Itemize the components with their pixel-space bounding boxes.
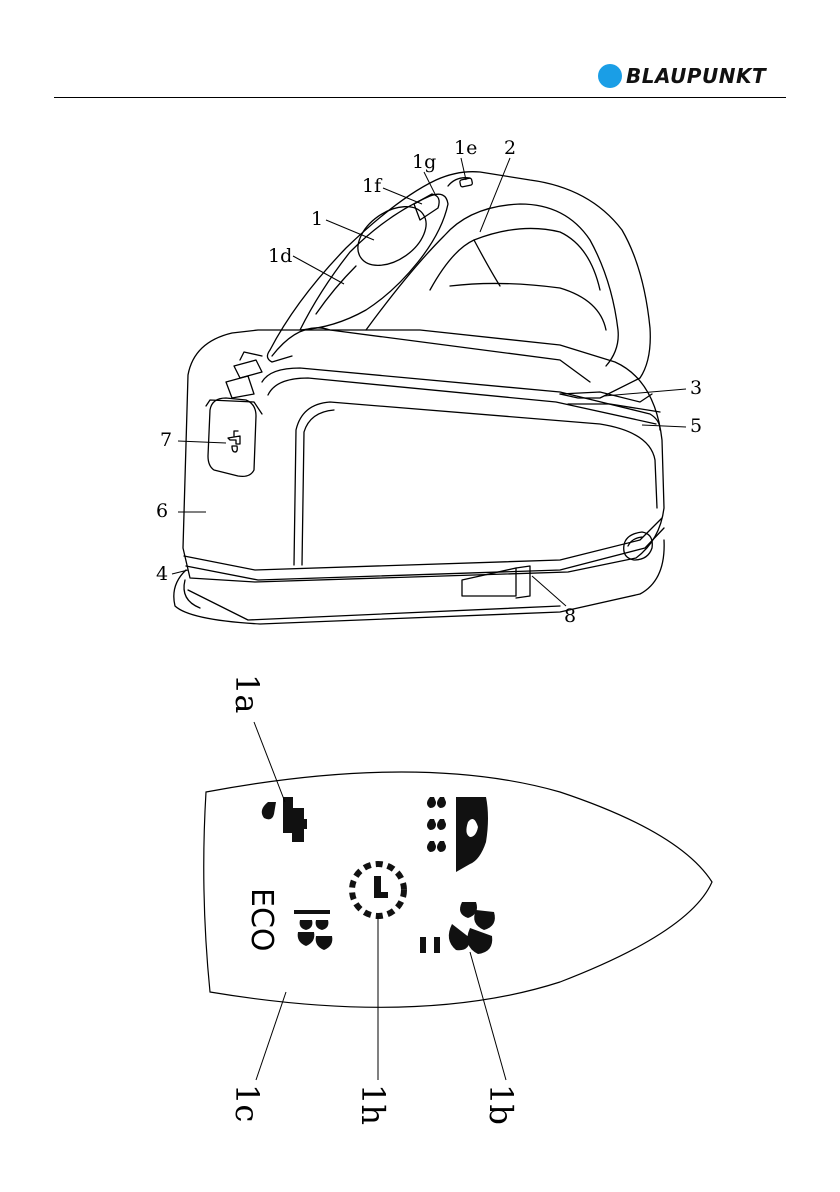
label-7: 7 <box>160 429 172 451</box>
label-6: 6 <box>156 500 168 522</box>
iron-steam-icon <box>427 797 488 872</box>
timer-icon <box>352 864 404 916</box>
label-4: 4 <box>156 563 168 585</box>
label-1g: 1g <box>412 151 436 173</box>
label-1c: 1c <box>228 1084 266 1122</box>
eco-steam-icon: ECO <box>244 888 332 952</box>
control-panel-diagram: ECO 1a 1c 1h 1b <box>0 632 840 1192</box>
max-steam-icon <box>420 902 495 954</box>
label-1d: 1d <box>268 245 292 267</box>
label-2: 2 <box>504 137 516 159</box>
tap-icon <box>262 797 307 842</box>
label-1b: 1b <box>482 1084 520 1125</box>
label-1: 1 <box>311 208 323 230</box>
label-8: 8 <box>564 605 576 627</box>
label-1h: 1h <box>354 1084 392 1125</box>
label-1e: 1e <box>454 137 477 159</box>
eco-text: ECO <box>244 888 279 952</box>
label-5: 5 <box>690 415 702 437</box>
label-3: 3 <box>690 377 702 399</box>
label-1a: 1a <box>228 674 266 713</box>
steam-station-diagram: 1 1d 1f 1g 1e 2 3 5 7 6 4 8 <box>0 0 840 650</box>
label-1f: 1f <box>362 175 383 197</box>
